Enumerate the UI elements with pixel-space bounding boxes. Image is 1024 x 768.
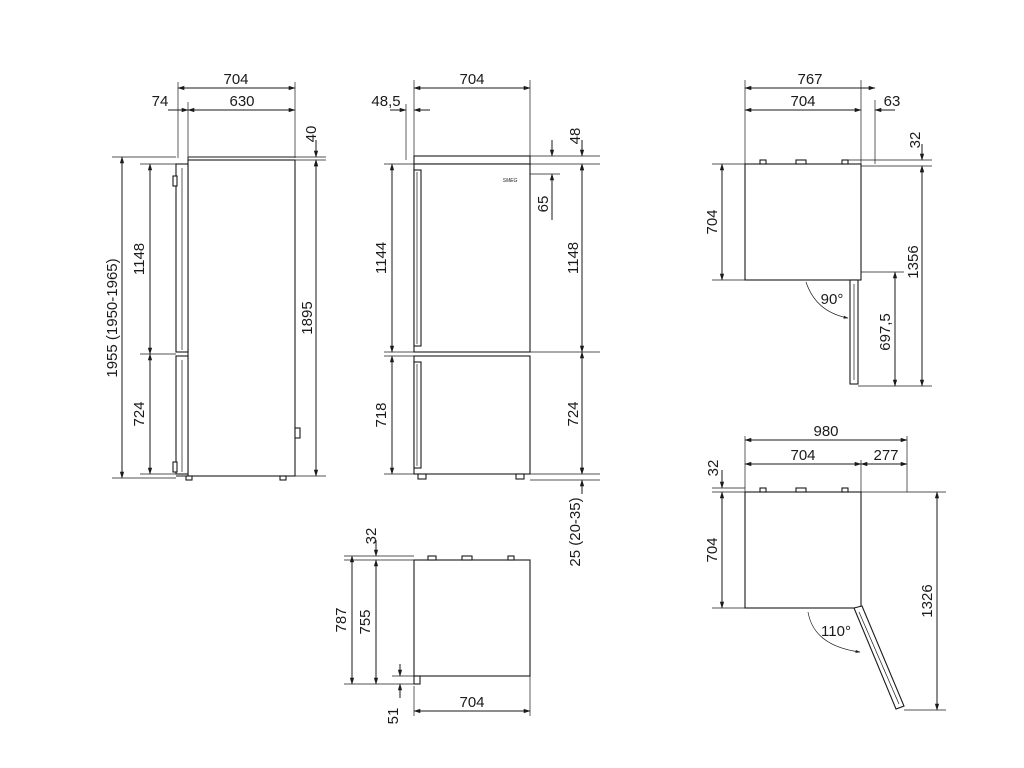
side-height-body: 1895 bbox=[299, 301, 316, 334]
plan90-total: 1356 bbox=[905, 245, 922, 278]
side-view: 704 630 74 40 1895 1955 (1950-1965) 1148… bbox=[104, 71, 326, 481]
plan90-width-body: 704 bbox=[790, 93, 815, 110]
front-feet: 25 (20-35) bbox=[567, 497, 584, 566]
front-handle-lower bbox=[413, 361, 422, 469]
plan110-total: 1326 bbox=[919, 584, 936, 617]
front-top-cap bbox=[413, 155, 531, 165]
side-depth-offset: 74 bbox=[152, 93, 169, 110]
side-top-gap: 40 bbox=[303, 126, 320, 143]
top-view-top-gap: 32 bbox=[363, 528, 380, 545]
plan110-top-gap: 32 bbox=[705, 460, 722, 477]
top-view-depth-body: 755 bbox=[357, 609, 374, 634]
plan-view-110: 110° 980 704 277 32 704 1326 bbox=[704, 423, 946, 711]
plan-view-90: 90° 767 704 63 704 32 1356 697,5 bbox=[704, 71, 932, 387]
front-door-upper-height: 1144 bbox=[373, 242, 390, 274]
front-handle-offset: 48,5 bbox=[371, 93, 400, 110]
side-height-lower: 724 bbox=[131, 401, 148, 426]
plan110-depth: 704 bbox=[704, 537, 721, 562]
plan90-body bbox=[744, 163, 862, 281]
front-door-upper bbox=[413, 163, 531, 353]
side-height-upper: 1148 bbox=[131, 243, 148, 275]
top-view-body bbox=[413, 559, 531, 677]
plan110-width-total: 980 bbox=[813, 423, 838, 440]
front-top-gap: 48 bbox=[567, 128, 584, 145]
front-view: SMEG 704 48,5 1144 718 65 48 bbox=[371, 71, 600, 567]
plan110-width-body: 704 bbox=[790, 447, 815, 464]
front-body-lower: 724 bbox=[565, 401, 582, 426]
side-depth-body: 630 bbox=[229, 93, 254, 110]
plan90-width-total: 767 bbox=[797, 71, 822, 88]
plan90-depth: 704 bbox=[704, 209, 721, 234]
front-body-upper: 1148 bbox=[565, 242, 582, 274]
front-logo-drop: 65 bbox=[535, 196, 552, 213]
front-width: 704 bbox=[459, 71, 484, 88]
side-body bbox=[187, 159, 296, 477]
plan110-angle: 110° bbox=[821, 623, 851, 640]
plan90-angle: 90° bbox=[821, 291, 844, 308]
top-view-bottom-gap: 51 bbox=[385, 708, 402, 725]
plan90-top-gap: 32 bbox=[907, 132, 924, 149]
top-view: 787 755 32 51 704 bbox=[333, 528, 531, 725]
front-door-lower-height: 718 bbox=[373, 402, 390, 427]
plan90-door-overhang: 63 bbox=[884, 93, 901, 110]
front-handle-upper bbox=[413, 169, 422, 347]
front-logo: SMEG bbox=[503, 178, 518, 184]
plan90-door-swing: 697,5 bbox=[877, 313, 894, 351]
front-door-lower bbox=[413, 355, 531, 475]
plan110-body bbox=[744, 491, 862, 609]
side-height-total: 1955 (1950-1965) bbox=[104, 258, 121, 377]
side-width-total: 704 bbox=[223, 71, 248, 88]
top-view-depth: 787 bbox=[333, 607, 350, 632]
top-view-width: 704 bbox=[459, 694, 484, 711]
plan110-door-overhang: 277 bbox=[873, 447, 898, 464]
